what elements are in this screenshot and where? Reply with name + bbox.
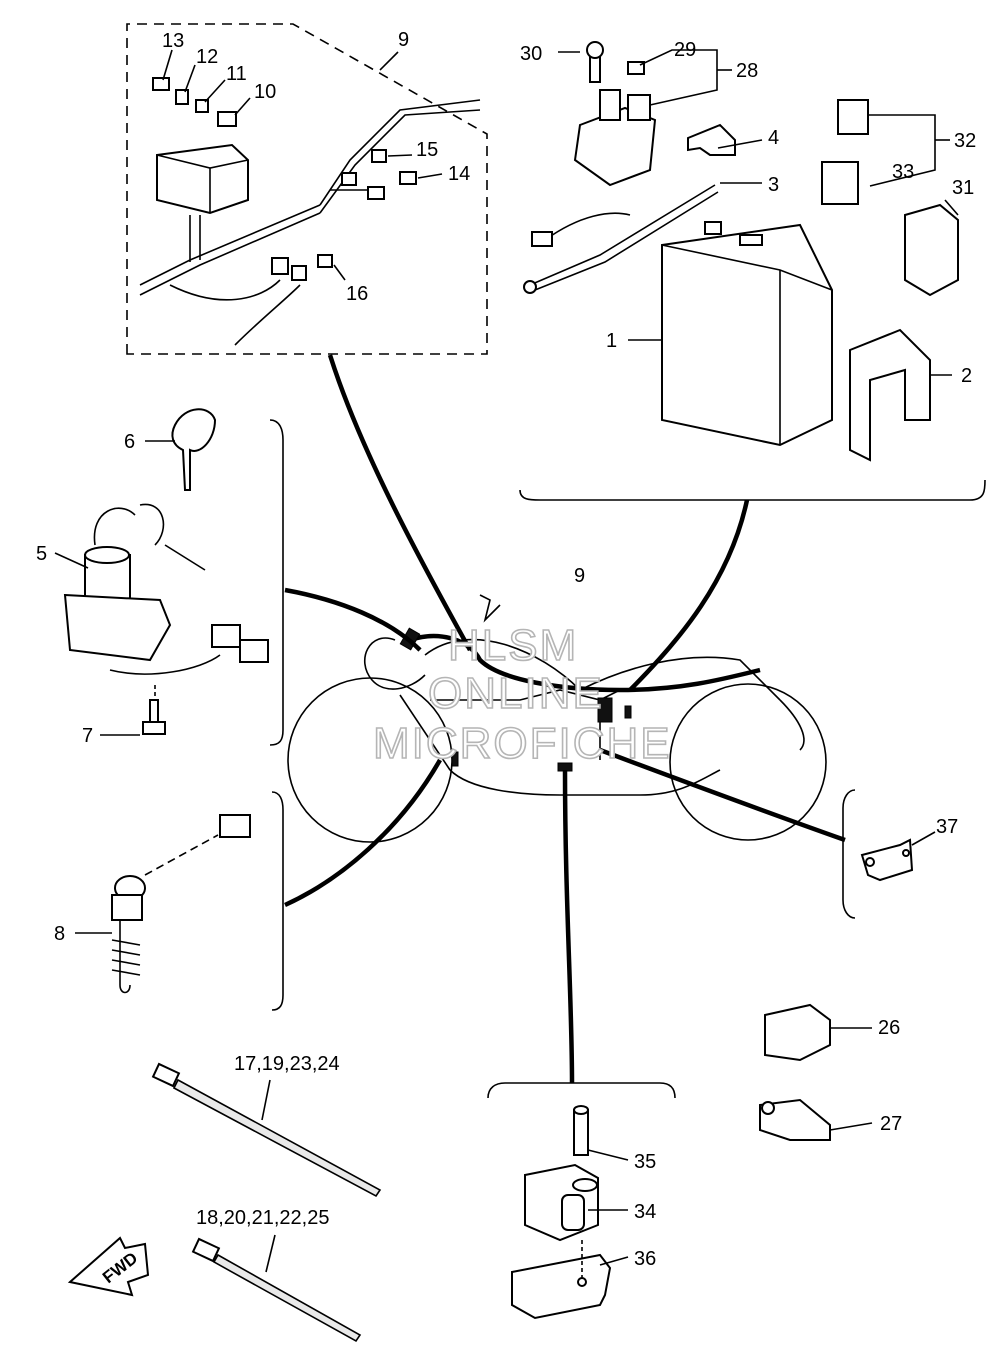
callout-34: 34 <box>634 1201 656 1223</box>
callout-37: 37 <box>936 816 958 838</box>
battery-group <box>519 41 986 501</box>
callout-10: 10 <box>254 81 276 103</box>
watermark-line-1: HLSM <box>448 621 578 670</box>
callout-14: 14 <box>448 163 470 185</box>
callout-7: 7 <box>82 725 93 747</box>
callout-36: 36 <box>634 1248 656 1270</box>
sensor-switch-group <box>75 791 284 1011</box>
callout-2: 2 <box>961 365 972 387</box>
callout-31: 31 <box>952 177 974 199</box>
callout-29: 29 <box>674 39 696 61</box>
clamp-group <box>759 1003 873 1141</box>
watermark-line-2: ONLINE <box>428 669 604 718</box>
callout-6: 6 <box>124 431 135 453</box>
main-switch-group <box>54 408 284 746</box>
callout-8: 8 <box>54 923 65 945</box>
callout-5: 5 <box>36 543 47 565</box>
watermark-line-3: MICROFICHE <box>373 719 672 768</box>
callout-3: 3 <box>768 174 779 196</box>
callout-13: 13 <box>162 30 184 52</box>
callout-9-main: 9 <box>574 565 585 587</box>
callout-27: 27 <box>880 1113 902 1135</box>
callout-35: 35 <box>634 1151 656 1173</box>
bracket-37-group <box>842 789 936 919</box>
callout-ties-b: 18,20,21,22,25 <box>196 1207 329 1229</box>
callout-1: 1 <box>606 330 617 352</box>
watermark: HLSM ONLINE MICROFICHE <box>372 620 672 769</box>
callout-30: 30 <box>520 43 542 65</box>
harness-inset-group <box>126 23 488 355</box>
cable-ties <box>151 1062 382 1343</box>
fuse-icon <box>152 77 237 127</box>
callout-33: 33 <box>892 161 914 183</box>
callout-28: 28 <box>736 60 758 82</box>
callout-4: 4 <box>768 127 779 149</box>
callout-ties-a: 17,19,23,24 <box>234 1053 340 1075</box>
callout-16: 16 <box>346 283 368 305</box>
callout-26: 26 <box>878 1017 900 1039</box>
callout-15: 15 <box>416 139 438 161</box>
fwd-arrow-icon: FWD <box>67 1236 150 1297</box>
callout-32: 32 <box>954 130 976 152</box>
callout-12: 12 <box>196 46 218 68</box>
callout-labels: 13 12 11 10 9 15 14 16 30 29 28 4 3 32 3… <box>36 29 976 1270</box>
callout-11: 11 <box>226 63 247 85</box>
group-leaders <box>284 354 846 1084</box>
motorcycle-silhouette <box>287 594 827 843</box>
sensor-bracket-group <box>487 1082 676 1320</box>
callout-9-inset: 9 <box>398 29 409 51</box>
